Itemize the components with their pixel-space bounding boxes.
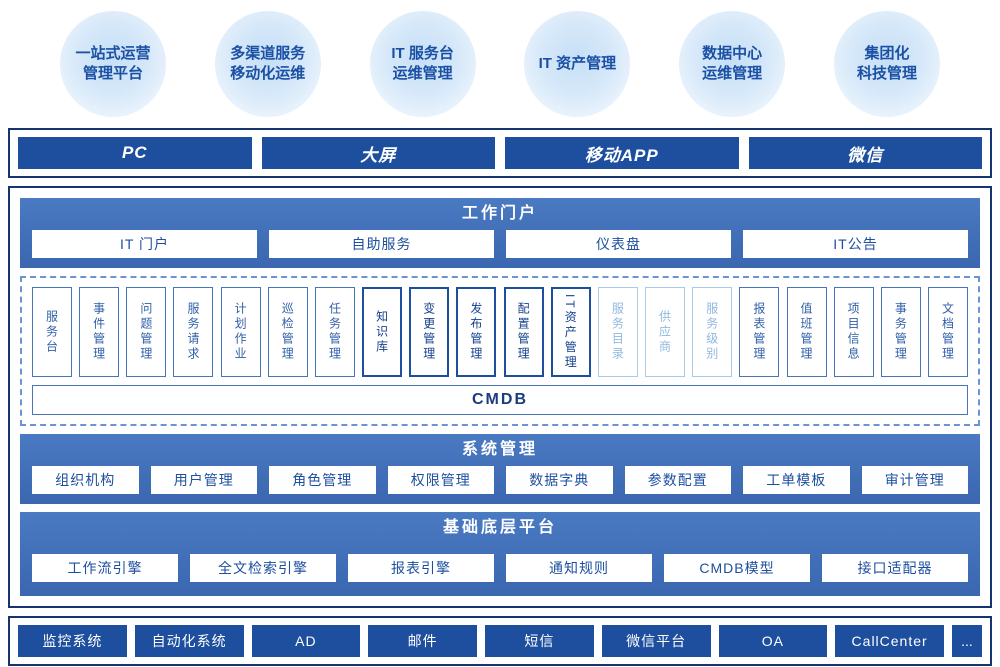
sys-parameter-config: 参数配置 (624, 466, 731, 494)
bubble-one-stop-ops: 一站式运营 管理平台 (60, 11, 166, 117)
module-service-request: 服务请求 (173, 287, 214, 377)
platform-fulltext-search-engine: 全文检索引擎 (190, 554, 336, 582)
integration-monitoring-system: 监控系统 (18, 625, 127, 657)
module-affair-mgmt: 事务管理 (880, 287, 921, 377)
integration-more: ... (952, 625, 982, 657)
sys-permission-mgmt: 权限管理 (387, 466, 494, 494)
base-platform-buttons: 工作流引擎 全文检索引擎 报表引擎 通知规则 CMDB模型 接口适配器 (32, 554, 968, 582)
module-it-asset-mgmt: IT资产管理 (550, 287, 591, 377)
module-service-level: 服务级别 (692, 287, 733, 377)
integration-automation-system: 自动化系统 (134, 625, 244, 657)
platform-cmdb-model: CMDB模型 (664, 554, 810, 582)
channel-big-screen: 大屏 (261, 137, 495, 169)
sys-user-mgmt: 用户管理 (150, 466, 257, 494)
sys-audit-mgmt: 审计管理 (861, 466, 968, 494)
main-panel: 工作门户 IT 门户 自助服务 仪表盘 IT公告 服务台 事件管理 问题管理 服… (8, 186, 992, 608)
module-config-mgmt: 配置管理 (503, 287, 544, 377)
module-change-mgmt: 变更管理 (409, 287, 450, 377)
portal-dashboard: 仪表盘 (506, 230, 731, 258)
sys-organization: 组织机构 (32, 466, 139, 494)
integration-email: 邮件 (368, 625, 477, 657)
channel-wechat: 微信 (748, 137, 982, 169)
platform-notification-rules: 通知规则 (506, 554, 652, 582)
work-portal-section: 工作门户 IT 门户 自助服务 仪表盘 IT公告 (20, 198, 980, 268)
channel-layer: PC 大屏 移动APP 微信 (8, 128, 992, 178)
module-duty-mgmt: 值班管理 (786, 287, 827, 377)
module-supplier: 供应商 (645, 287, 686, 377)
itsm-modules-area: 服务台 事件管理 问题管理 服务请求 计划作业 巡检管理 任务管理 知识库 变更… (20, 276, 980, 426)
bubble-group-tech-mgmt: 集团化 科技管理 (833, 11, 940, 117)
bubble-it-service-desk-ops: IT 服务台 运维管理 (369, 11, 476, 117)
work-portal-buttons: IT 门户 自助服务 仪表盘 IT公告 (32, 230, 968, 258)
base-platform-title: 基础底层平台 (442, 519, 557, 536)
module-release-mgmt: 发布管理 (456, 287, 497, 377)
portal-it-portal: IT 门户 (32, 230, 257, 258)
module-report-mgmt: 报表管理 (739, 287, 780, 377)
bubble-it-asset-mgmt: IT 资产管理 (524, 11, 631, 117)
module-service-catalog: 服务目录 (597, 287, 638, 377)
module-task-mgmt: 任务管理 (314, 287, 355, 377)
portal-it-announcement: IT公告 (743, 230, 968, 258)
module-document-mgmt: 文档管理 (927, 287, 968, 377)
platform-interface-adapter: 接口适配器 (822, 554, 968, 582)
module-problem-mgmt: 问题管理 (126, 287, 167, 377)
platform-workflow-engine: 工作流引擎 (32, 554, 178, 582)
bubble-multichannel-mobile-ops: 多渠道服务 移动化运维 (214, 11, 321, 117)
module-inspection-mgmt: 巡检管理 (267, 287, 308, 377)
integration-layer: 监控系统 自动化系统 AD 邮件 短信 微信平台 OA CallCenter .… (8, 616, 992, 666)
system-mgmt-title: 系统管理 (461, 441, 538, 458)
capability-bubbles-row: 一站式运营 管理平台 多渠道服务 移动化运维 IT 服务台 运维管理 IT 资产… (8, 8, 992, 120)
system-mgmt-buttons: 组织机构 用户管理 角色管理 权限管理 数据字典 参数配置 工单模板 审计管理 (32, 466, 968, 494)
channel-mobile-app: 移动APP (505, 137, 739, 169)
sys-data-dictionary: 数据字典 (506, 466, 613, 494)
integration-callcenter: CallCenter (835, 625, 944, 657)
module-project-info: 项目信息 (833, 287, 874, 377)
integration-ad: AD (251, 625, 361, 657)
system-mgmt-section: 系统管理 组织机构 用户管理 角色管理 权限管理 数据字典 参数配置 工单模板 … (20, 434, 980, 504)
bubble-datacenter-ops: 数据中心 运维管理 (679, 11, 786, 117)
integration-wechat-platform: 微信平台 (601, 625, 711, 657)
sys-ticket-template: 工单模板 (743, 466, 850, 494)
integration-sms: 短信 (485, 625, 594, 657)
itsm-modules-row: 服务台 事件管理 问题管理 服务请求 计划作业 巡检管理 任务管理 知识库 变更… (32, 287, 968, 377)
work-portal-title: 工作门户 (461, 205, 538, 222)
module-knowledge-base: 知识库 (362, 287, 403, 377)
sys-role-mgmt: 角色管理 (269, 466, 376, 494)
portal-self-service: 自助服务 (269, 230, 494, 258)
module-incident-mgmt: 事件管理 (79, 287, 120, 377)
base-platform-section: 基础底层平台 工作流引擎 全文检索引擎 报表引擎 通知规则 CMDB模型 接口适… (20, 512, 980, 596)
integration-oa: OA (718, 625, 828, 657)
channel-pc: PC (18, 137, 252, 169)
cmdb-bar: CMDB (32, 385, 968, 415)
module-planned-job: 计划作业 (220, 287, 261, 377)
platform-report-engine: 报表引擎 (348, 554, 494, 582)
module-service-desk: 服务台 (32, 287, 72, 377)
